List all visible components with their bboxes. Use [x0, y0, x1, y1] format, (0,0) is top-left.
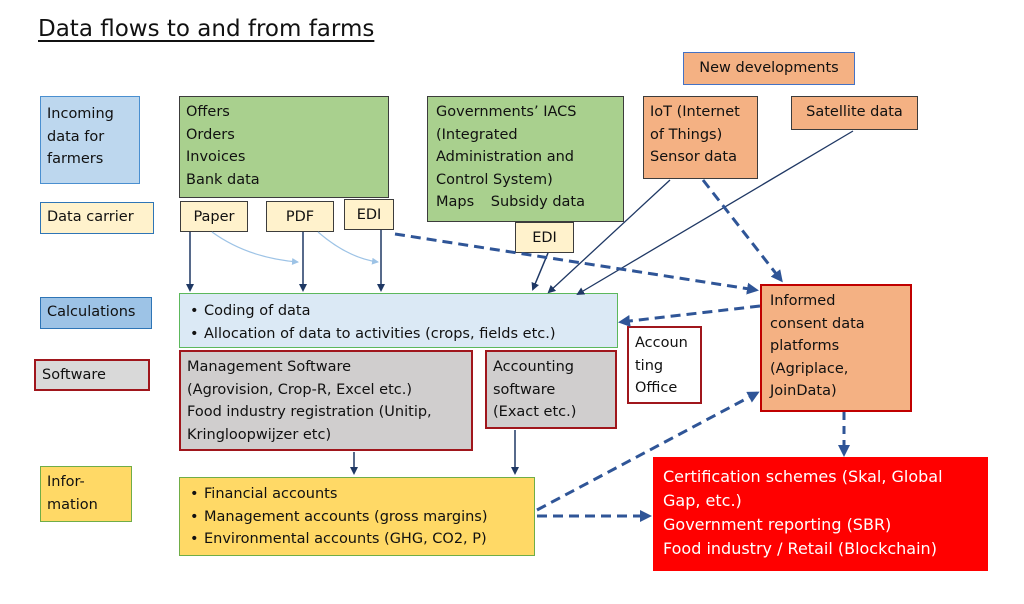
carrier-paper: Paper — [180, 201, 248, 232]
red-line-3: Government reporting (SBR) — [663, 515, 892, 534]
satellite-text: Satellite data — [806, 104, 903, 120]
red-line-1: Certification schemes (Skal, Global — [663, 467, 943, 486]
legend-incoming-text: Incoming data for farmers — [47, 106, 114, 167]
information-box: Financial accounts Management accounts (… — [179, 477, 535, 556]
mgmt-line-4: Kringloopwijzer etc) — [187, 426, 332, 443]
invoices-line: Invoices — [186, 149, 246, 165]
informed-line-2: consent data — [770, 315, 865, 332]
calculations-box: Coding of data Allocation of data to act… — [179, 293, 618, 348]
iacs-box: Governments’ IACS (Integrated Administra… — [427, 96, 624, 222]
accounting-software-box: Accounting software (Exact etc.) — [485, 350, 617, 429]
calc-item-allocation: Allocation of data to activities (crops,… — [184, 323, 613, 346]
legend-data-carrier-text: Data carrier — [47, 209, 134, 225]
iot-line-2: of Things) — [650, 126, 723, 143]
management-software-box: Management Software (Agrovision, Crop-R,… — [179, 350, 473, 451]
legend-information-text: Infor- mation — [47, 474, 98, 513]
arrow-edi-gov-to-calc — [531, 252, 549, 291]
iacs-line-2: (Integrated — [436, 126, 518, 143]
arrow-pdf-curve — [317, 231, 379, 265]
iacs-line-1: Governments’ IACS — [436, 104, 577, 120]
carrier-pdf-text: PDF — [285, 209, 315, 225]
acct-office-line-1: Accoun — [635, 335, 688, 351]
arrow-paper-curve — [211, 231, 299, 266]
informed-consent-box: Informed consent data platforms (Agripla… — [760, 284, 912, 412]
calc-item-coding: Coding of data — [184, 300, 613, 323]
legend-software: Software — [34, 359, 150, 391]
info-item-management: Management accounts (gross margins) — [184, 506, 530, 529]
iacs-line-4: Control System) — [436, 171, 553, 188]
satellite-box: Satellite data — [791, 96, 918, 130]
mgmt-line-1: Management Software — [187, 359, 352, 375]
iot-line-1: IoT (Internet — [650, 104, 740, 120]
carrier-edi-1: EDI — [344, 199, 394, 230]
subsidy-label: Subsidy data — [490, 194, 586, 210]
carrier-edi-2: EDI — [515, 222, 574, 253]
legend-data-carrier: Data carrier — [40, 202, 154, 234]
acct-sw-line-2: software — [493, 381, 556, 398]
info-item-environmental: Environmental accounts (GHG, CO2, P) — [184, 528, 530, 551]
iot-line-3: Sensor data — [650, 149, 737, 165]
mgmt-line-2: (Agrovision, Crop-R, Excel etc.) — [187, 381, 412, 398]
legend-software-text: Software — [42, 367, 106, 383]
offers-line: Offers — [186, 104, 230, 120]
carrier-edi-1-text: EDI — [356, 207, 382, 223]
arrow-iot-to-calc — [547, 179, 671, 294]
new-developments-text: New developments — [699, 60, 839, 76]
arrow-edi-to-informed — [394, 232, 759, 295]
arrow-iot-to-informed — [701, 179, 783, 283]
red-line-4: Food industry / Retail (Blockchain) — [663, 539, 937, 558]
calculations-list: Coding of data Allocation of data to act… — [184, 300, 613, 345]
informed-line-3: platforms — [770, 338, 840, 354]
iacs-line-5: Maps Subsidy data — [436, 191, 617, 214]
informed-line-4: (Agriplace, — [770, 360, 849, 377]
page-title: Data flows to and from farms — [38, 16, 375, 42]
offers-box: Offers Orders Invoices Bank data — [179, 96, 389, 198]
arrow-info-to-informed — [536, 391, 760, 512]
acct-sw-line-3: (Exact etc.) — [493, 404, 577, 420]
arrow-satellite-to-calc — [576, 130, 854, 296]
legend-incoming: Incoming data for farmers — [40, 96, 140, 184]
legend-calculations: Calculations — [40, 297, 152, 329]
carrier-edi-2-text: EDI — [532, 230, 557, 246]
info-item-financial: Financial accounts — [184, 483, 530, 506]
information-list: Financial accounts Management accounts (… — [184, 483, 530, 551]
carrier-pdf: PDF — [266, 201, 334, 232]
informed-line-5: JoinData) — [770, 383, 837, 399]
certification-box: Certification schemes (Skal, Global Gap,… — [653, 457, 988, 571]
maps-label: Maps — [436, 194, 475, 210]
red-line-2: Gap, etc.) — [663, 491, 742, 510]
arrow-informed-to-calc — [618, 304, 761, 327]
legend-calculations-text: Calculations — [47, 304, 136, 320]
informed-line-1: Informed — [770, 293, 836, 309]
acct-office-line-3: Office — [635, 380, 678, 396]
orders-line: Orders — [186, 126, 235, 143]
acct-sw-line-1: Accounting — [493, 359, 574, 375]
carrier-paper-text: Paper — [193, 209, 235, 225]
acct-office-line-2: ting — [635, 357, 664, 374]
mgmt-line-3: Food industry registration (Unitip, — [187, 404, 432, 420]
iot-box: IoT (Internet of Things) Sensor data — [643, 96, 758, 179]
legend-information: Infor- mation — [40, 466, 132, 522]
iacs-line-3: Administration and — [436, 149, 574, 165]
bank-data-line: Bank data — [186, 171, 260, 188]
new-developments-box: New developments — [683, 52, 855, 85]
accounting-office-box: Accoun ting Office — [627, 326, 702, 404]
